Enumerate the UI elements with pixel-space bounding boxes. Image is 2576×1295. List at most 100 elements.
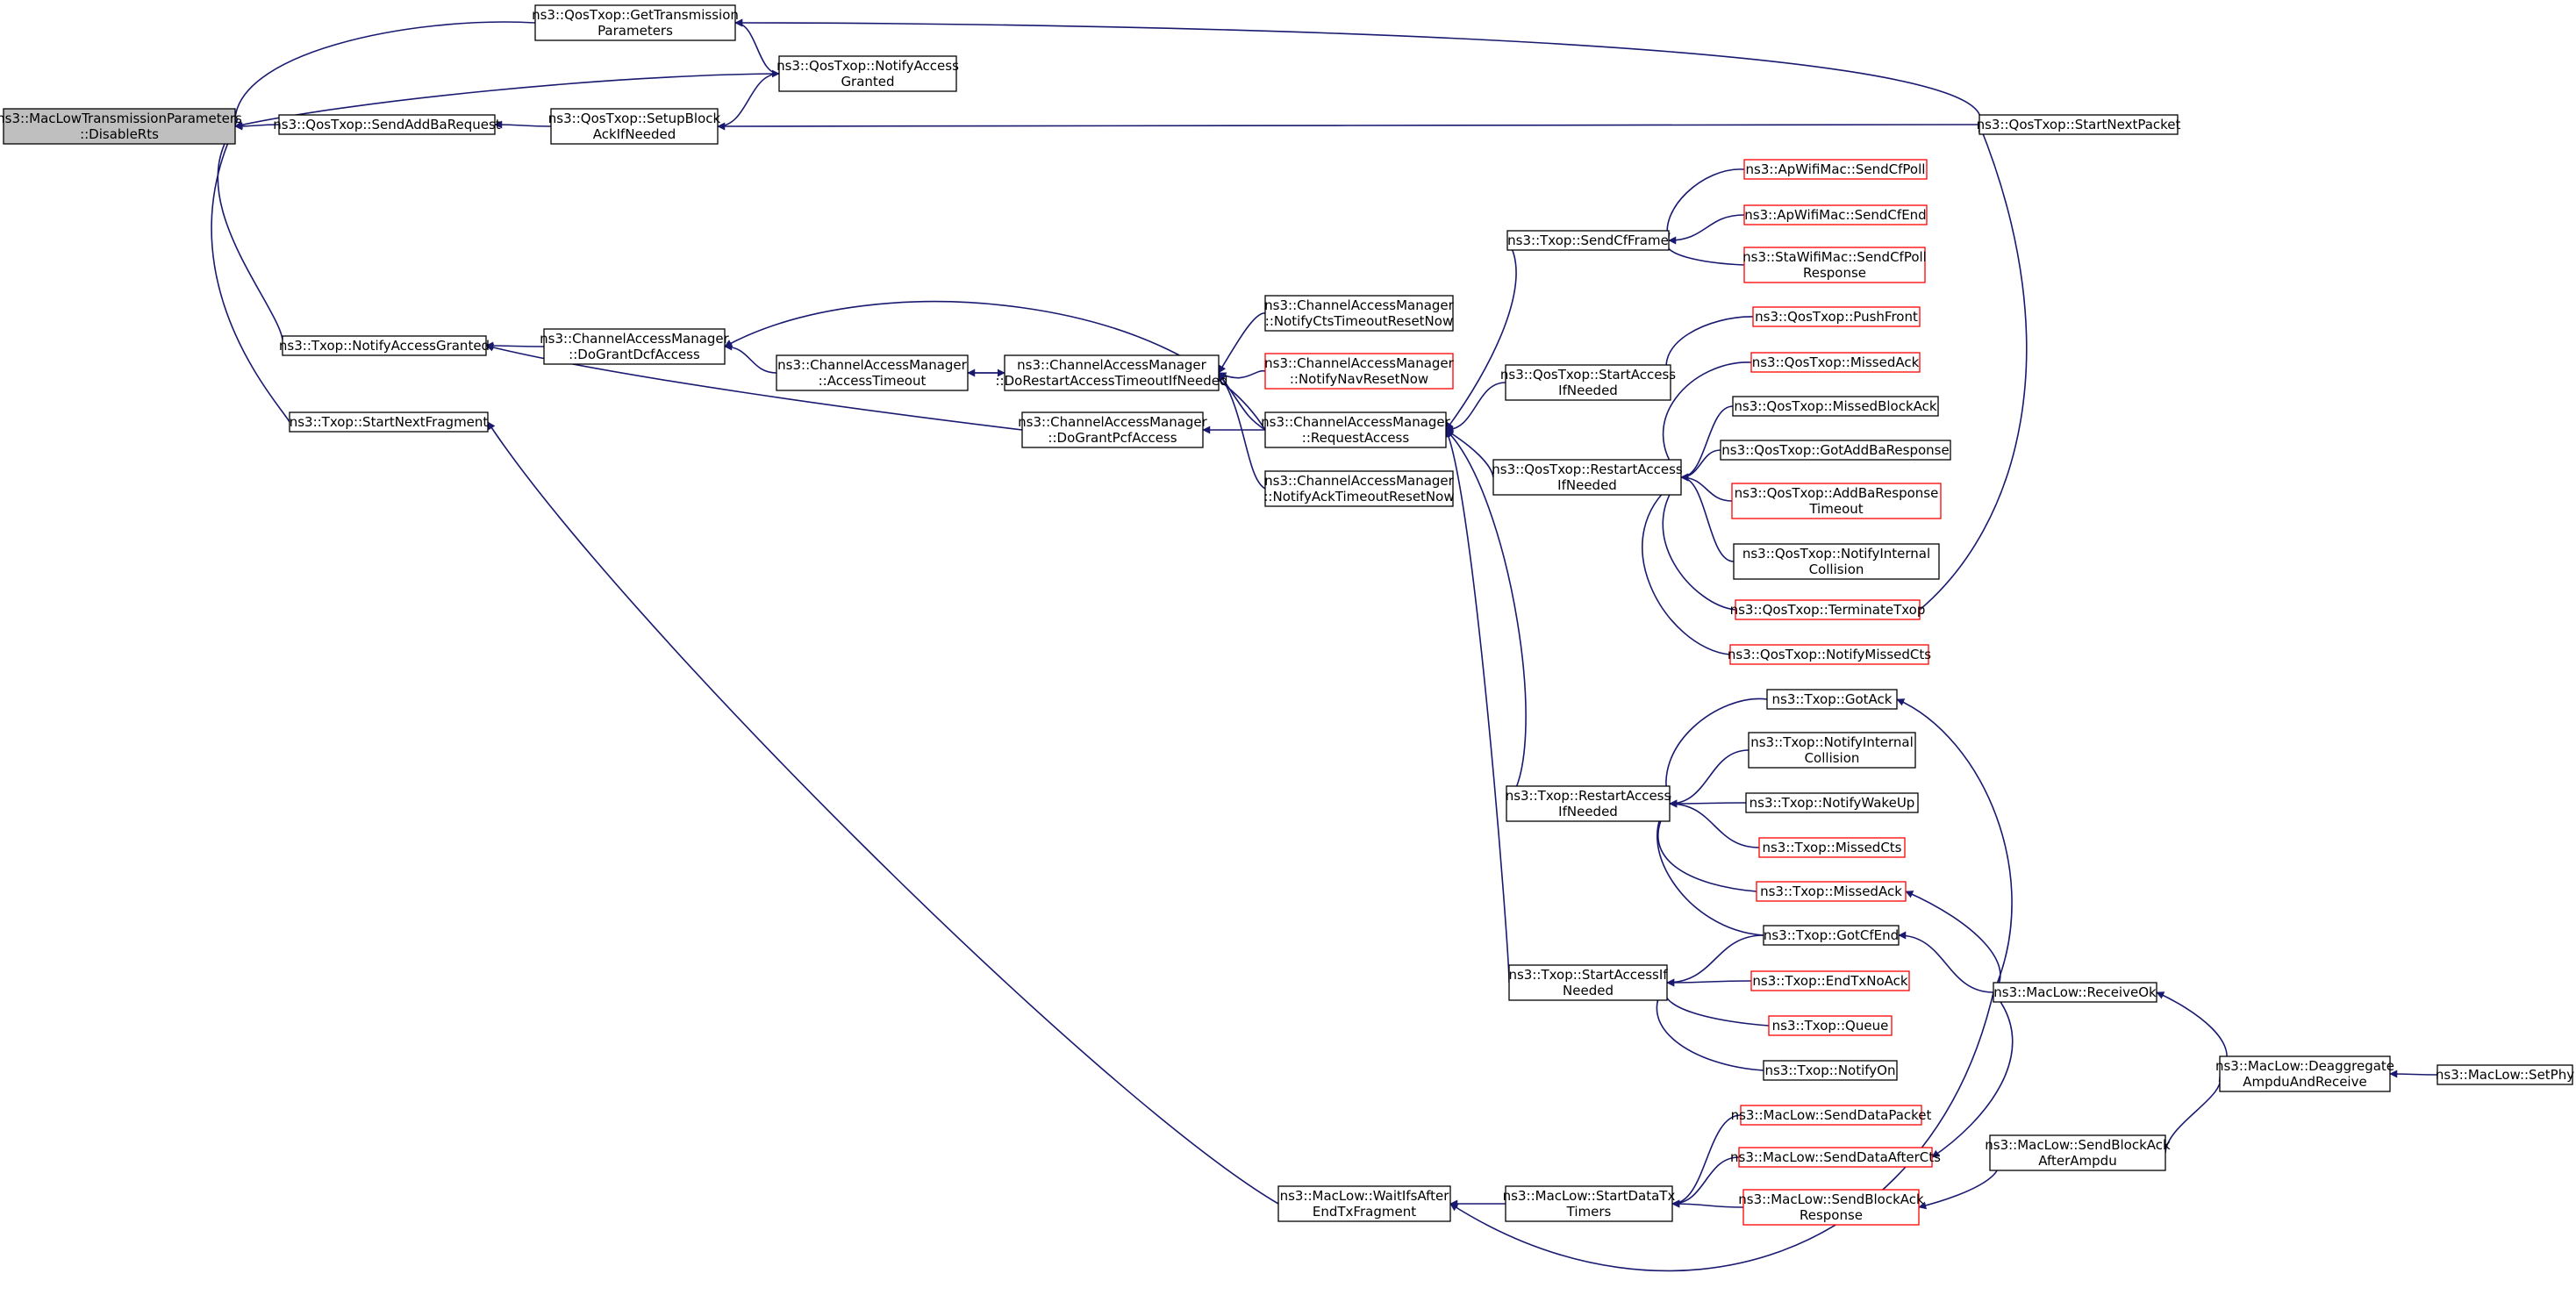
- node-sendaddba[interactable]: ns3::QosTxop::SendAddBaRequest: [273, 114, 501, 135]
- node-txnotifyacc[interactable]: ns3::Txop::NotifyAccessGranted: [279, 335, 490, 356]
- node-box[interactable]: [1748, 732, 1916, 769]
- node-startnextpkt[interactable]: ns3::QosTxop::StartNextPacket: [1977, 114, 2181, 135]
- node-box[interactable]: [1763, 925, 1900, 946]
- node-tgotcfend[interactable]: ns3::Txop::GotCfEnd: [1763, 925, 1900, 946]
- node-tgotack[interactable]: ns3::Txop::GotAck: [1766, 689, 1898, 710]
- node-box[interactable]: [543, 328, 726, 365]
- node-acctimeout[interactable]: ns3::ChannelAccessManager::AccessTimeout: [776, 354, 969, 391]
- node-box[interactable]: [3, 108, 236, 145]
- node-box[interactable]: [2219, 1055, 2391, 1092]
- node-box[interactable]: [1264, 295, 1454, 332]
- node-qpushfront[interactable]: ns3::QosTxop::PushFront: [1752, 306, 1921, 327]
- node-box[interactable]: [1763, 1060, 1898, 1081]
- node-box[interactable]: [1733, 543, 1940, 580]
- node-box[interactable]: [1021, 411, 1204, 448]
- node-box[interactable]: [1745, 792, 1919, 813]
- node-box[interactable]: [2436, 1064, 2573, 1085]
- node-senddataafter[interactable]: ns3::MacLow::SendDataAfterCts: [1730, 1147, 1941, 1168]
- node-tnotifyon[interactable]: ns3::Txop::NotifyOn: [1763, 1060, 1898, 1081]
- node-box[interactable]: [1750, 352, 1921, 373]
- node-box[interactable]: [550, 108, 719, 145]
- node-dogrdcf[interactable]: ns3::ChannelAccessManager::DoGrantDcfAcc…: [540, 328, 730, 365]
- node-ackreset[interactable]: ns3::ChannelAccessManager::NotifyAckTime…: [1263, 470, 1455, 507]
- node-qterminate[interactable]: ns3::QosTxop::TerminateTxop: [1730, 599, 1926, 620]
- node-box[interactable]: [1742, 1189, 1920, 1226]
- node-box[interactable]: [1508, 964, 1668, 1001]
- node-senddatapkt[interactable]: ns3::MacLow::SendDataPacket: [1731, 1105, 1932, 1126]
- node-box[interactable]: [1750, 970, 1910, 991]
- node-box[interactable]: [1492, 459, 1682, 496]
- node-box[interactable]: [1505, 1185, 1673, 1222]
- node-box[interactable]: [1743, 247, 1926, 283]
- node-sendcfframe[interactable]: ns3::Txop::SendCfFrame: [1506, 230, 1670, 251]
- node-box[interactable]: [1506, 230, 1670, 251]
- node-box[interactable]: [778, 55, 957, 92]
- node-box[interactable]: [1506, 785, 1671, 822]
- node-tmissedack[interactable]: ns3::Txop::MissedAck: [1756, 881, 1907, 902]
- node-qmissedblock[interactable]: ns3::QosTxop::MissedBlockAck: [1732, 396, 1939, 417]
- node-box[interactable]: [1264, 411, 1447, 448]
- node-box[interactable]: [1738, 1147, 1933, 1168]
- node-box[interactable]: [1264, 353, 1454, 390]
- node-tmissedcts[interactable]: ns3::Txop::MissedCts: [1758, 837, 1906, 858]
- node-treceiveok[interactable]: ns3::MacLow::ReceiveOk: [1993, 982, 2157, 1003]
- node-dorestart[interactable]: ns3::ChannelAccessManager::DoRestartAcce…: [995, 354, 1228, 391]
- node-box[interactable]: [1729, 644, 1929, 665]
- node-apsendcfpoll[interactable]: ns3::ApWifiMac::SendCfPoll: [1743, 159, 1928, 180]
- node-box[interactable]: [1720, 440, 1951, 461]
- node-box[interactable]: [1004, 354, 1220, 391]
- node-reqaccess[interactable]: ns3::ChannelAccessManager::RequestAccess: [1261, 411, 1451, 448]
- node-qgotaddba[interactable]: ns3::QosTxop::GotAddBaResponse: [1720, 440, 1951, 461]
- node-box[interactable]: [776, 354, 969, 391]
- node-box[interactable]: [282, 335, 487, 356]
- node-setphy[interactable]: ns3::MacLow::SetPhy: [2436, 1064, 2574, 1085]
- node-notifyaccq[interactable]: ns3::QosTxop::NotifyAccessGranted: [776, 55, 959, 92]
- node-box[interactable]: [1264, 470, 1454, 507]
- node-box[interactable]: [1766, 689, 1898, 710]
- node-box[interactable]: [1277, 1185, 1451, 1222]
- node-qmissedcts[interactable]: ns3::QosTxop::NotifyMissedCts: [1728, 644, 1931, 665]
- node-box[interactable]: [1735, 599, 1921, 620]
- node-box[interactable]: [1768, 1015, 1893, 1036]
- node-box[interactable]: [1743, 159, 1928, 180]
- node-twakeup[interactable]: ns3::Txop::NotifyWakeUp: [1745, 792, 1919, 813]
- node-box[interactable]: [1731, 483, 1942, 519]
- node-box[interactable]: [1989, 1134, 2166, 1171]
- node-box[interactable]: [1752, 306, 1921, 327]
- node-box[interactable]: [1758, 837, 1906, 858]
- node-box[interactable]: [1732, 396, 1939, 417]
- node-tendtxnoack[interactable]: ns3::Txop::EndTxNoAck: [1750, 970, 1910, 991]
- node-box[interactable]: [1743, 204, 1928, 225]
- node-tqueue[interactable]: ns3::Txop::Queue: [1768, 1015, 1893, 1036]
- node-qmissedack[interactable]: ns3::QosTxop::MissedAck: [1750, 352, 1921, 373]
- node-txstartfrag[interactable]: ns3::Txop::StartNextFragment: [289, 411, 489, 433]
- node-dogrpcf[interactable]: ns3::ChannelAccessManager::DoGrantPcfAcc…: [1018, 411, 1208, 448]
- node-navreset[interactable]: ns3::ChannelAccessManager::NotifyNavRese…: [1264, 353, 1455, 390]
- node-box[interactable]: [1756, 881, 1907, 902]
- node-box[interactable]: [1740, 1105, 1922, 1126]
- node-box[interactable]: [289, 411, 489, 433]
- node-box[interactable]: [1505, 364, 1671, 401]
- node-box[interactable]: [1979, 114, 2179, 135]
- node-apsendcfend[interactable]: ns3::ApWifiMac::SendCfEnd: [1743, 204, 1928, 225]
- node-box[interactable]: [534, 4, 736, 41]
- node-box[interactable]: [278, 114, 496, 135]
- node-box[interactable]: [1993, 982, 2157, 1003]
- node-ctsreset[interactable]: ns3::ChannelAccessManager::NotifyCtsTime…: [1264, 295, 1455, 332]
- node-root[interactable]: ns3::MacLowTransmissionParameters::Disab…: [0, 108, 242, 145]
